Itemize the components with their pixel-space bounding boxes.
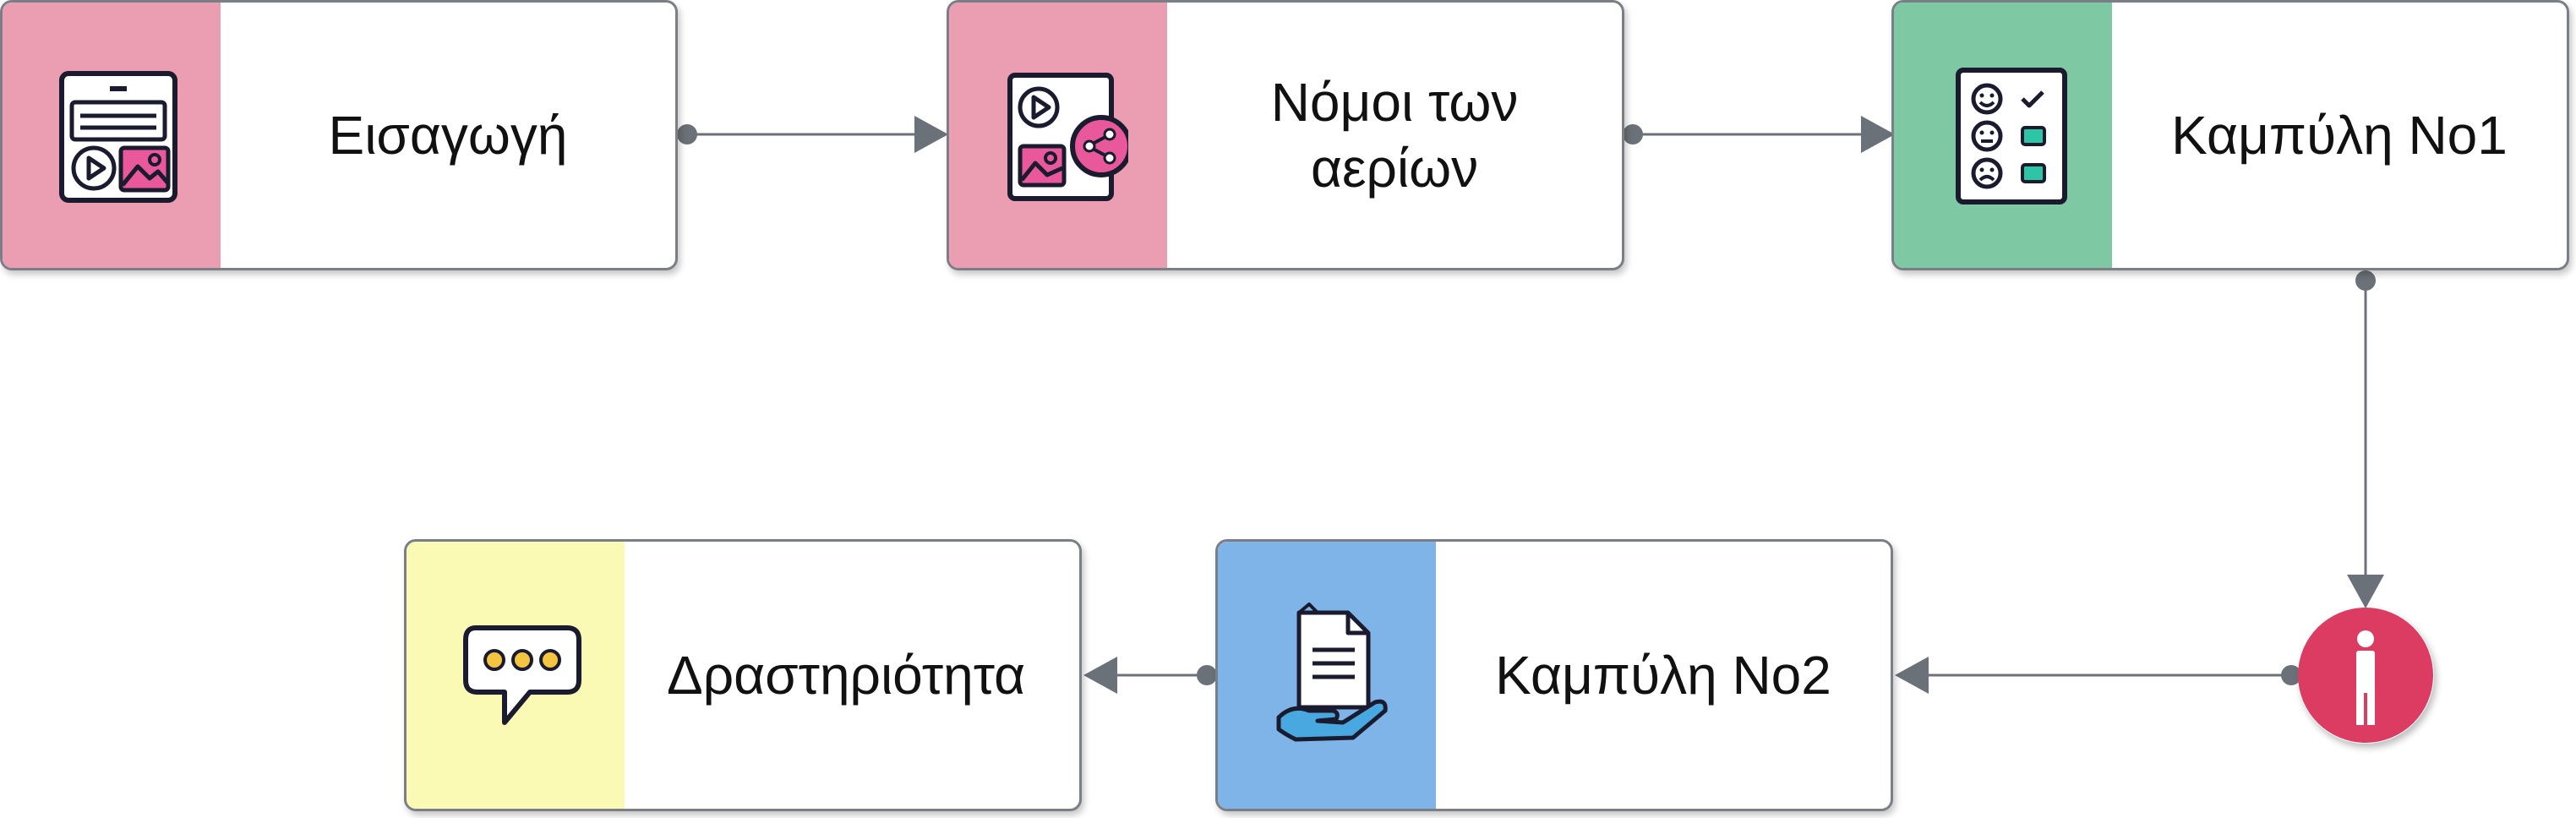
media-share-icon <box>1001 63 1132 207</box>
feedback-checklist-icon <box>1946 63 2073 207</box>
chat-bubble-icon <box>459 603 586 746</box>
connector-curve-1-to-actor[interactable] <box>2347 270 2384 608</box>
connector-actor-to-curve-2[interactable] <box>1895 657 2301 694</box>
node-activity[interactable]: Δραστηριότητα <box>404 539 1082 811</box>
node-curve-2[interactable]: Καμπύλη Νο2 <box>1215 539 1893 811</box>
person-icon <box>2298 608 2433 743</box>
node-gas-laws[interactable]: Νόμοι των αερίων <box>947 0 1624 270</box>
connector-curve-2-to-activity[interactable] <box>1083 657 1217 694</box>
connector-intro-to-gas-laws[interactable] <box>677 116 948 153</box>
node-intro[interactable]: Εισαγωγή <box>0 0 678 270</box>
node-curve-1[interactable]: Καμπύλη Νο1 <box>1891 0 2569 270</box>
node-curve-1-label: Καμπύλη Νο1 <box>2171 105 2508 166</box>
connector-gas-laws-to-curve-1[interactable] <box>1623 116 1895 153</box>
node-activity-label: Δραστηριότητα <box>667 645 1026 706</box>
actor-node[interactable] <box>2297 607 2434 744</box>
node-curve-2-label: Καμπύλη Νο2 <box>1495 645 1831 706</box>
media-layout-icon <box>55 63 182 207</box>
document-hand-icon <box>1270 602 1397 746</box>
node-intro-label: Εισαγωγή <box>328 105 568 166</box>
node-gas-laws-label: Νόμοι των αερίων <box>1270 72 1519 199</box>
